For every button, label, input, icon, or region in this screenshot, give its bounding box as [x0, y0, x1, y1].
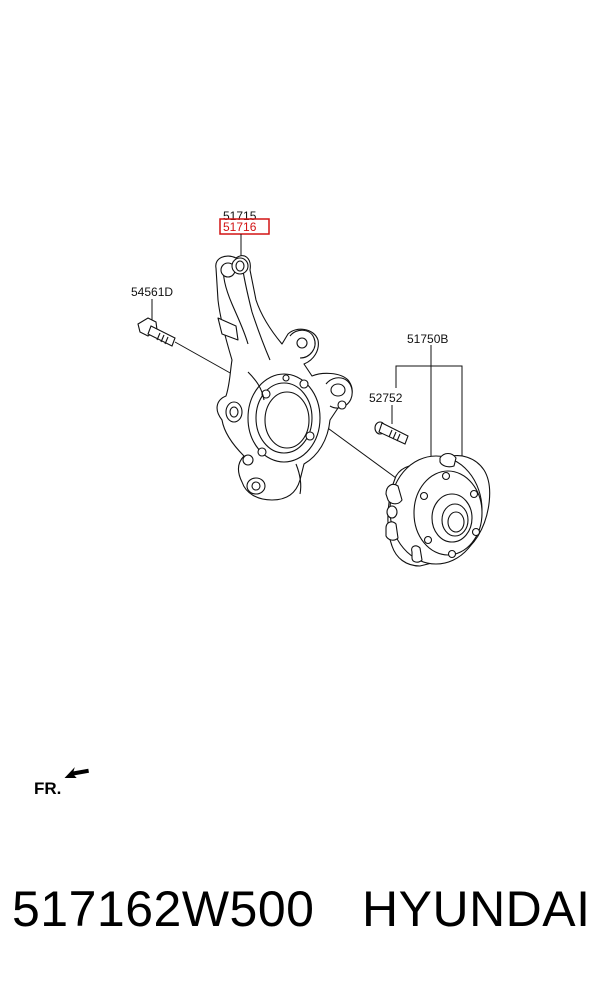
bolt-icon [137, 317, 176, 347]
leader-bracket-hub [395, 365, 463, 470]
selected-part-highlight-box [219, 218, 270, 235]
hub-bolt-icon [374, 421, 409, 445]
front-label: FR. [34, 779, 61, 798]
callout-52752: 52752 [369, 391, 403, 405]
steering-knuckle-icon [215, 255, 353, 501]
callout-54561D: 54561D [131, 285, 173, 299]
assembly-line-bolt [174, 341, 233, 375]
front-direction-indicator: FR. [34, 767, 89, 798]
footer-caption: 517162W500 HYUNDAI [0, 872, 600, 952]
front-arrow-icon [64, 767, 89, 779]
callout-51750B: 51750B [407, 332, 448, 346]
brand-name: HYUNDAI [362, 881, 591, 937]
part-number: 517162W500 [12, 881, 315, 937]
wheel-hub-icon [385, 452, 491, 567]
callout-51716-selected[interactable]: 51716 [223, 220, 257, 234]
